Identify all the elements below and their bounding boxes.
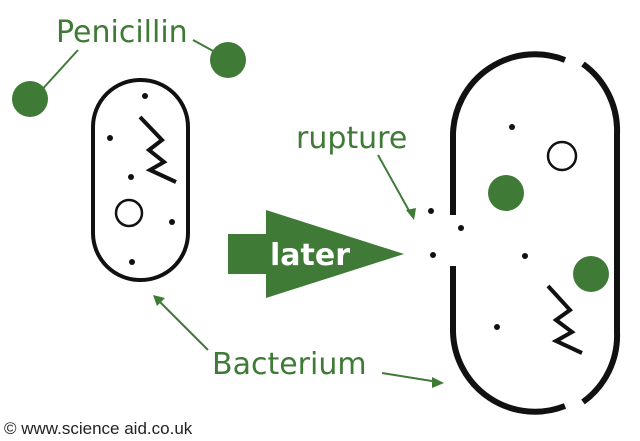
bacterium-intact-dot: [129, 259, 135, 265]
penicillin-leader-right: [192, 39, 216, 53]
penicillin-label: Penicillin: [56, 15, 188, 50]
later-arrow: later: [228, 210, 404, 298]
penicillin-molecule-2: [210, 42, 246, 78]
bacterium-arrowhead-right: [432, 377, 444, 388]
bacterium-ruptured-vacuole: [546, 140, 578, 172]
penicillin-molecule-inside-2: [573, 256, 609, 292]
bacterium-ruptured-wall-upper-left: [450, 51, 567, 215]
penicillin-molecule-1: [12, 81, 48, 117]
bacterium-leader-right: [381, 372, 439, 383]
rupture-leader: [377, 154, 413, 217]
rupture-arrowhead: [406, 208, 416, 220]
penicillin-molecule-inside-1: [488, 175, 524, 211]
bacterium-label: Bacterium: [212, 347, 367, 382]
bacterium-intact-dot: [169, 219, 175, 225]
escaping-dot: [458, 225, 464, 231]
penicillin-leader-left: [37, 49, 79, 95]
bacterium-intact-dot: [107, 135, 113, 141]
bacterium-ruptured-dot: [494, 324, 500, 330]
bacterium-ruptured-dot: [509, 124, 515, 130]
bacterium-intact-dot: [128, 174, 134, 180]
rupture-label: rupture: [296, 121, 407, 156]
bacterium-intact-vacuole: [114, 198, 144, 228]
bacterium-intact-wall: [91, 78, 190, 282]
bacterium-arrowhead-left: [153, 295, 165, 306]
later-arrow-shape: [228, 210, 404, 298]
bacterium-intact-dna: [138, 115, 177, 184]
bacterium-ruptured-dot: [522, 253, 528, 259]
copyright-text: © www.science aid.co.uk: [4, 419, 193, 438]
bacterium-ruptured-dna: [546, 284, 583, 355]
bacterium-intact-dot: [142, 93, 148, 99]
bacterium-intact: [91, 78, 190, 282]
bacterium-ruptured-wall-right: [581, 61, 621, 405]
bacterium-leader-left: [157, 299, 209, 351]
bacterium-ruptured-wall-lower-left: [450, 266, 567, 415]
later-label: later: [270, 238, 350, 273]
bacterium-ruptured: [450, 51, 621, 415]
escaping-dot: [428, 208, 434, 214]
escaping-dot: [430, 252, 436, 258]
